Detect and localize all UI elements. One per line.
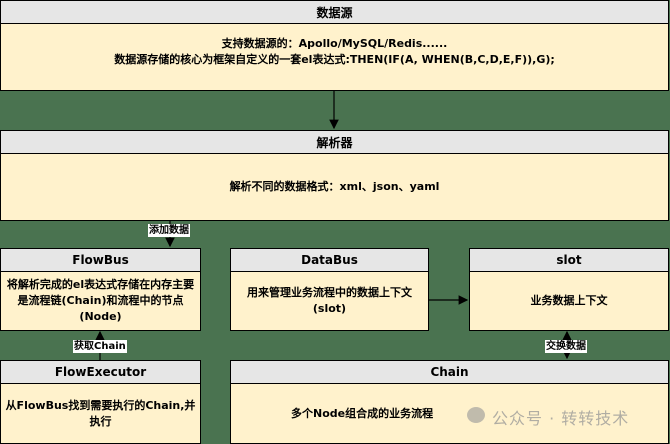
slot-title: slot xyxy=(470,249,668,272)
datasource-line-1: 支持数据源的：Apollo/MySQL/Redis...... xyxy=(221,37,448,50)
parser-text: 解析不同的数据格式：xml、json、yaml xyxy=(229,180,440,193)
parser-title: 解析器 xyxy=(1,131,668,154)
edge-label-add-data: 添加数据 xyxy=(148,224,190,237)
chain-box: Chain 多个Node组合成的业务流程 xyxy=(230,360,669,444)
datasource-box: 数据源 支持数据源的：Apollo/MySQL/Redis...... 数据源存… xyxy=(0,0,669,91)
datasource-title: 数据源 xyxy=(1,1,668,24)
slot-box: slot 业务数据上下文 xyxy=(469,248,669,331)
edge-label-exchange-data: 交换数据 xyxy=(545,340,587,353)
databus-text: 用来管理业务流程中的数据上下文(slot) xyxy=(247,286,412,315)
wechat-logo-icon xyxy=(467,407,485,423)
flowexecutor-text: 从FlowBus找到需要执行的Chain,并执行 xyxy=(5,398,196,428)
databus-box: DataBus 用来管理业务流程中的数据上下文(slot) xyxy=(230,248,429,331)
chain-text: 多个Node组合成的业务流程 xyxy=(291,406,434,420)
flowbus-text: 将解析完成的el表达式存储在内存主要是流程链(Chain)和流程中的节点(Nod… xyxy=(6,278,195,323)
edge-label-get-chain: 获取Chain xyxy=(73,340,127,353)
flowexecutor-title: FlowExecutor xyxy=(1,361,200,384)
watermark: 公众号 · 转转技术 xyxy=(492,409,630,428)
flowbus-title: FlowBus xyxy=(1,249,200,272)
databus-title: DataBus xyxy=(231,249,428,272)
chain-title: Chain xyxy=(231,361,668,384)
datasource-line-2: 数据源存储的核心为框架自定义的一套el表达式:THEN(IF(A, WHEN(B… xyxy=(114,53,555,66)
parser-box: 解析器 解析不同的数据格式：xml、json、yaml xyxy=(0,130,669,221)
flowbus-box: FlowBus 将解析完成的el表达式存储在内存主要是流程链(Chain)和流程… xyxy=(0,248,201,331)
flowexecutor-box: FlowExecutor 从FlowBus找到需要执行的Chain,并执行 xyxy=(0,360,201,444)
slot-text: 业务数据上下文 xyxy=(530,294,608,307)
